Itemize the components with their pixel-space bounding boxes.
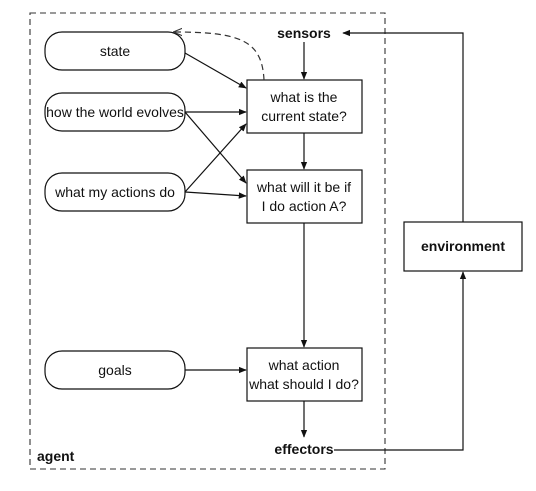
world-evolves-label: how the world evolves [46, 104, 184, 120]
effectors-to-environment-arrow [334, 271, 467, 451]
predict-box: what will it be if I do action A? [246, 169, 363, 224]
agent-boundary [29, 12, 386, 470]
decide-line-1: what action [268, 357, 340, 373]
decide-box: what action what should I do? [246, 347, 363, 402]
environment-to-sensors-arrow [342, 29, 464, 222]
decide-line-2: what should I do? [248, 376, 359, 392]
action-effects-label: what my actions do [54, 184, 175, 200]
goals-node: goals [44, 350, 186, 390]
effectors-label: effectors [274, 441, 333, 457]
current-state-line-1: what is the [270, 89, 338, 105]
world-evolves-node: how the world evolves [44, 92, 186, 132]
world-to-predict-arrow [184, 111, 247, 184]
state-to-current-arrow [184, 52, 247, 89]
state-node: state [44, 31, 186, 71]
actions-to-current-arrow [184, 123, 247, 193]
sensors-label: sensors [277, 25, 331, 41]
state-label: state [100, 43, 131, 59]
current-state-line-2: current state? [261, 108, 347, 124]
agent-label: agent [37, 448, 75, 464]
action-effects-node: what my actions do [44, 172, 186, 212]
environment-box: environment [403, 221, 523, 272]
connectors [174, 29, 467, 451]
predict-line-1: what will it be if [256, 179, 351, 195]
current-state-box: what is the current state? [246, 79, 363, 134]
goals-label: goals [98, 362, 131, 378]
actions-to-predict-arrow [184, 191, 247, 199]
environment-label: environment [421, 238, 505, 254]
predict-line-2: I do action A? [262, 198, 347, 214]
state-update-dashed-arrow [174, 32, 265, 81]
